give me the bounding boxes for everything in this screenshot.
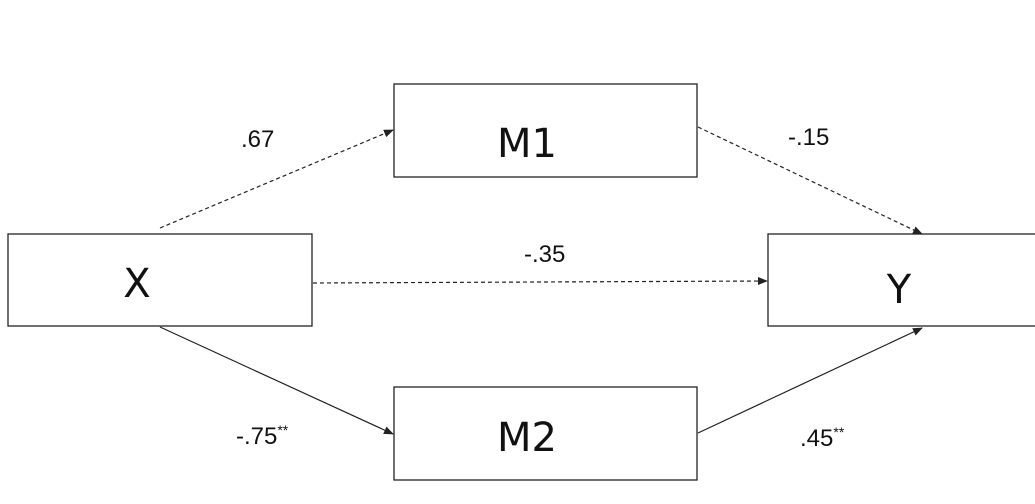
node-m1-label: M1 [497,121,557,167]
edge-x-to-m2 [159,326,394,435]
coef-x-to-m1: .67 [241,126,274,153]
edge-x-to-m1 [159,129,394,229]
coef-m2-to-y-value: .45 [800,425,833,452]
node-y-label: Y [886,267,912,313]
coef-m1-to-y: -.15 [788,124,829,151]
node-m2: M2 [393,386,698,481]
node-y: Y [767,233,1035,327]
coef-x-to-m2-value: -.75 [236,423,277,450]
edge-x-to-y [312,277,768,286]
coef-m2-to-y: .45** [800,424,845,452]
edge-m1-to-y [697,126,923,235]
edge-m2-to-y [697,327,923,434]
coef-m2-to-y-significance: ** [833,424,844,440]
coef-x-to-m2: -.75** [236,422,289,450]
coef-x-to-y-value: -.35 [524,241,565,268]
coef-x-to-m1-value: .67 [241,126,274,153]
coef-x-to-y: -.35 [524,241,565,268]
node-m2-label: M2 [497,415,557,461]
node-x: X [7,233,313,327]
coef-m1-to-y-value: -.15 [788,124,829,151]
node-x-label: X [123,261,150,307]
coef-x-to-m2-significance: ** [277,422,288,438]
node-m1: M1 [393,83,698,178]
